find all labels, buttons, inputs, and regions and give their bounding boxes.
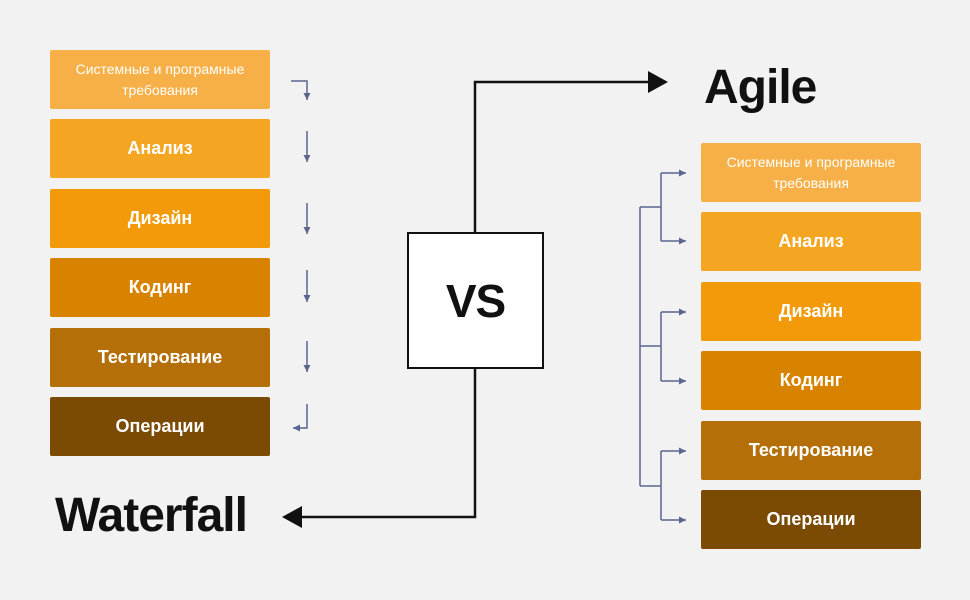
waterfall-step-arrows — [291, 80, 311, 432]
waterfall-stage-analysis: Анализ — [50, 119, 270, 178]
waterfall-title: Waterfall — [55, 489, 248, 542]
vs-label: VS — [445, 274, 506, 327]
waterfall-stage-testing: Тестирование — [50, 328, 270, 387]
agile-stage-operations: Операции — [701, 490, 921, 549]
waterfall-stage-coding: Кодинг — [50, 258, 270, 317]
waterfall-arrow-head — [282, 506, 302, 528]
vs-to-waterfall-connector — [300, 369, 477, 519]
vs-box: VS — [407, 232, 544, 369]
waterfall-step-arrow — [291, 80, 311, 100]
waterfall-step-arrow — [293, 404, 308, 432]
agile-stage-design: Дизайн — [701, 282, 921, 341]
agile-title: Agile — [704, 61, 817, 114]
vs-to-agile-connector — [473, 80, 650, 232]
waterfall-stage-operations: Операции — [50, 397, 270, 456]
agile-stage-coding: Кодинг — [701, 351, 921, 410]
agile-stage-analysis: Анализ — [701, 212, 921, 271]
agile-stage-requirements: Системные и програмные требования — [701, 143, 921, 202]
waterfall-stage-design: Дизайн — [50, 189, 270, 248]
agile-branch-connectors — [639, 169, 686, 524]
agile-stage-testing: Тестирование — [701, 421, 921, 480]
waterfall-stage-requirements: Системные и програмные требования — [50, 50, 270, 109]
agile-arrow-head — [648, 71, 668, 93]
